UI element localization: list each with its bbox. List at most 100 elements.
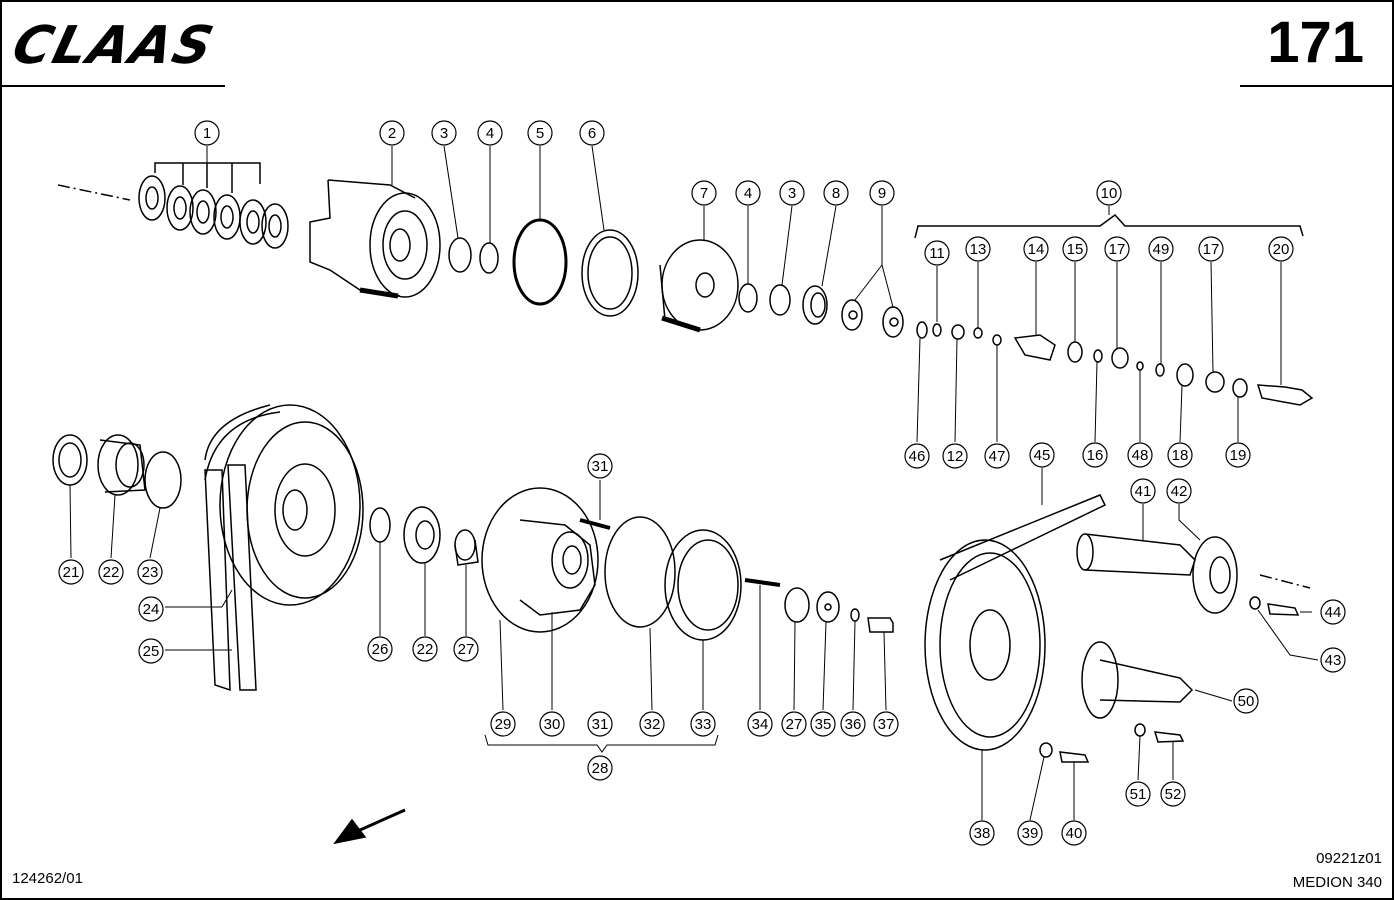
callout-circle — [1167, 442, 1193, 468]
callout-number: 20 — [1273, 241, 1290, 258]
bushing-8 — [802, 285, 828, 325]
callout-circle — [431, 120, 457, 146]
callout-circle — [942, 443, 968, 469]
callout-circle — [823, 180, 849, 206]
callout-circle — [1130, 478, 1156, 504]
callout-circle — [1125, 781, 1151, 807]
v-belt-25 — [204, 464, 257, 692]
callout-circle — [924, 240, 950, 266]
callout-circle — [1023, 236, 1049, 262]
callout-number: 34 — [752, 716, 769, 733]
callout-number: 17 — [1109, 241, 1126, 258]
callout-number: 1 — [203, 125, 211, 142]
clutch-hub-30 — [519, 519, 596, 616]
callout-circle — [138, 638, 164, 664]
callout-number: 19 — [1230, 447, 1247, 464]
callout-number: 17 — [1203, 241, 1220, 258]
callout-circle — [747, 711, 773, 737]
shaft-41 — [1076, 533, 1196, 576]
callout-number: 47 — [989, 448, 1006, 465]
callout-number: 10 — [1101, 185, 1118, 202]
callout-circle — [1320, 647, 1346, 673]
callout-number: 52 — [1165, 786, 1182, 803]
pulley-24 — [204, 404, 364, 606]
bearing-22a — [97, 434, 146, 496]
callout-circle — [412, 636, 438, 662]
callout-number: 40 — [1066, 825, 1083, 842]
callout-number: 22 — [417, 641, 434, 658]
callout-circle — [1198, 236, 1224, 262]
callout-circle — [527, 120, 553, 146]
callout-circle — [1160, 781, 1186, 807]
washer-36 — [850, 608, 860, 622]
callout-number: 11 — [929, 245, 945, 262]
callout-circle — [1062, 236, 1088, 262]
bolt-52 — [1153, 731, 1185, 743]
callout-number: 24 — [143, 601, 160, 618]
callout-circle — [587, 453, 613, 479]
callout-number: 4 — [744, 185, 752, 202]
callout-circle — [453, 636, 479, 662]
callout-number: 36 — [845, 716, 862, 733]
callout-circle — [490, 711, 516, 737]
washer-51 — [1134, 723, 1146, 737]
callout-circle — [1061, 820, 1087, 846]
callout-circle — [691, 180, 717, 206]
callout-circle — [1268, 236, 1294, 262]
washer-stack — [138, 162, 289, 249]
callout-circle — [137, 559, 163, 585]
direction-arrow — [333, 808, 406, 845]
callout-circle — [1127, 442, 1153, 468]
callout-number: 31 — [592, 458, 609, 475]
callout-number: 41 — [1135, 483, 1152, 500]
callout-number: 37 — [878, 716, 895, 733]
washer-43 — [1249, 596, 1261, 610]
callout-number: 42 — [1171, 483, 1188, 500]
callout-number: 22 — [103, 564, 120, 581]
washer-35 — [816, 591, 840, 623]
callout-number: 21 — [63, 564, 80, 581]
callout-number: 43 — [1325, 652, 1342, 669]
callout-circle — [690, 711, 716, 737]
callout-number: 27 — [786, 716, 803, 733]
callout-circle — [539, 711, 565, 737]
callout-number: 23 — [142, 564, 159, 581]
bolt-37 — [867, 617, 894, 633]
callout-circle — [869, 180, 895, 206]
callout-circle — [58, 559, 84, 585]
callout-circle — [840, 711, 866, 737]
bolt-40 — [1059, 751, 1090, 763]
callout-circle — [1233, 688, 1259, 714]
bushing-27b — [784, 587, 810, 623]
callout-number: 3 — [440, 125, 448, 142]
callout-number: 4 — [486, 125, 494, 142]
coupling-housing — [309, 179, 441, 299]
callout-circle — [969, 820, 995, 846]
callout-circle — [904, 443, 930, 469]
callout-number: 29 — [495, 716, 512, 733]
clutch-disc-29 — [481, 487, 599, 633]
retaining-ring-23 — [144, 451, 182, 509]
callout-number: 26 — [372, 641, 389, 658]
drawing-code: 09221z01 — [1316, 850, 1382, 867]
callout-number: 39 — [1022, 825, 1039, 842]
retaining-ring-4b — [738, 283, 758, 313]
callout-number: 44 — [1325, 604, 1342, 621]
callout-circle — [735, 180, 761, 206]
callout-circle — [1225, 442, 1251, 468]
pressure-plate-33 — [664, 529, 742, 641]
callout-circle — [1104, 236, 1130, 262]
callout-number: 12 — [947, 448, 964, 465]
callout-number: 8 — [832, 185, 840, 202]
callout-circle — [1148, 236, 1174, 262]
washer-39 — [1039, 742, 1053, 758]
callout-circle — [1017, 820, 1043, 846]
bracket-10 — [914, 213, 1304, 239]
callout-number: 51 — [1130, 786, 1147, 803]
callout-circle — [477, 120, 503, 146]
pulley-38 — [924, 494, 1107, 751]
bushing-27 — [454, 529, 479, 566]
callout-circle — [587, 755, 613, 781]
